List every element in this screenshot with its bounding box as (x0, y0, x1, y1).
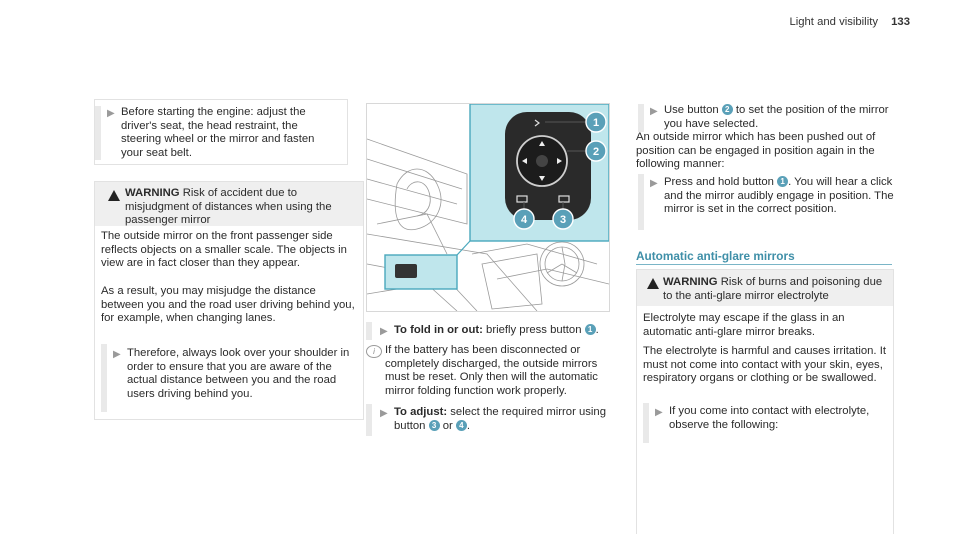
warning-header: WARNING Risk of burns and poisoning due … (637, 270, 893, 306)
arrow-right-icon: ▶ (650, 178, 658, 189)
step-text: To fold in or out: briefly press button … (394, 324, 599, 336)
warning-lead: WARNING Risk of accident due to misjudgm… (125, 187, 332, 227)
section-rule (636, 264, 892, 265)
warning-triangle-icon (108, 190, 120, 201)
warning-paragraph: As a result, you may misjudge the distan… (101, 285, 355, 325)
arrow-right-icon: ▶ (650, 106, 658, 117)
callout-3 (552, 208, 574, 230)
step-text: To adjust: select the required mirror us… (394, 406, 606, 432)
section-name: Light and visibility (789, 16, 878, 28)
step-item: ▶ Therefore, always look over your shoul… (113, 347, 353, 401)
step-item: ▶ To adjust: select the required mirror … (380, 406, 610, 433)
section-title: Automatic anti-glare mirrors (636, 249, 795, 263)
warning-box-2: WARNING Risk of burns and poisoning due … (636, 269, 894, 534)
door-panel-drawing: 1 2 3 4 (367, 104, 609, 311)
step-item: ▶ If you come into contact with electrol… (655, 405, 887, 432)
info-item: i If the battery has been disconnected o… (366, 344, 610, 398)
arrow-right-icon: ▶ (107, 108, 115, 119)
arrow-right-icon: ▶ (655, 407, 663, 418)
step-item: ▶ Press and hold button 1. You will hear… (650, 176, 895, 217)
mirror-control-illustration: 1 2 3 4 (366, 103, 610, 312)
running-header: Light and visibility 133 (789, 16, 910, 30)
body-paragraph: An outside mirror which has been pushed … (636, 131, 876, 171)
callout-2 (585, 140, 607, 162)
step-text: Therefore, always look over your shoulde… (127, 347, 350, 400)
warning-box-1: WARNING Risk of accident due to misjudgm… (94, 181, 364, 420)
warning-paragraph: Electrolyte may escape if the glass in a… (643, 312, 845, 338)
warning-header: WARNING Risk of accident due to misjudgm… (95, 182, 363, 226)
marker-2: 2 (721, 104, 733, 115)
marker-1: 1 (777, 176, 789, 187)
callout-label: 3 (560, 214, 566, 226)
marker-4: 4 (455, 419, 467, 431)
info-icon: i (366, 345, 382, 358)
callout-label: 1 (593, 117, 599, 129)
step-item: ▶ Before starting the engine: adjust the… (107, 106, 331, 160)
instruction-box-1: ▶ Before starting the engine: adjust the… (94, 99, 348, 165)
page-number: 133 (891, 16, 910, 28)
step-text: Press and hold button 1. You will hear a… (664, 176, 894, 216)
step-text: Use button 2 to set the position of the … (664, 104, 889, 130)
marker-3: 3 (428, 419, 440, 431)
callout-1 (585, 111, 607, 133)
step-item: ▶ Use button 2 to set the position of th… (650, 104, 895, 131)
step-text: If you come into contact with electrolyt… (669, 405, 870, 431)
step-item: ▶ To fold in or out: briefly press butto… (380, 324, 610, 339)
warning-triangle-icon (647, 278, 659, 289)
warning-paragraph: The electrolyte is harmful and causes ir… (643, 345, 886, 385)
info-text: If the battery has been disconnected or … (385, 344, 598, 397)
arrow-right-icon: ▶ (113, 349, 121, 360)
callout-4 (513, 208, 535, 230)
warning-paragraph: The outside mirror on the front passenge… (101, 230, 347, 270)
marker-1: 1 (584, 324, 596, 335)
callout-label: 4 (521, 214, 528, 226)
step-text: Before starting the engine: adjust the d… (121, 106, 315, 159)
callout-label: 2 (593, 146, 599, 158)
warning-lead: WARNING Risk of burns and poisoning due … (663, 276, 883, 302)
arrow-right-icon: ▶ (380, 326, 388, 337)
arrow-right-icon: ▶ (380, 408, 388, 419)
